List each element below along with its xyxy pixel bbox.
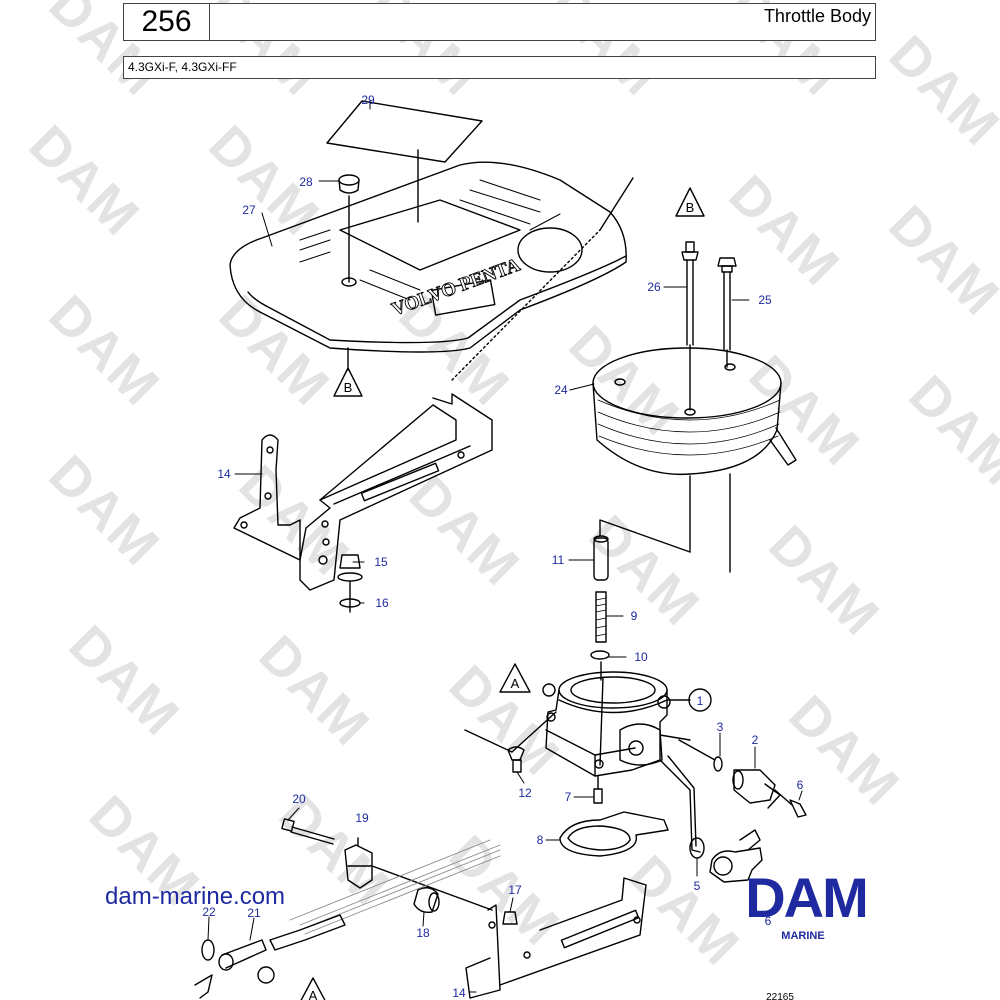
callout-9: 9 <box>631 609 638 623</box>
callout-22: 22 <box>202 905 216 919</box>
callout-2: 2 <box>752 733 759 747</box>
callout-20: 20 <box>292 792 306 806</box>
callout-14: 14 <box>217 467 231 481</box>
callout-6: 6 <box>797 778 804 792</box>
part-17-nut <box>502 911 518 925</box>
callout-28: 28 <box>299 175 313 189</box>
callout-14: 14 <box>452 986 466 1000</box>
callout-10: 10 <box>634 650 648 664</box>
part-2-sensor <box>732 769 781 809</box>
part-18-clip <box>413 887 440 914</box>
page-title: Throttle Body <box>763 6 871 26</box>
reference-letter: B <box>344 380 353 395</box>
part-26-bolt <box>681 241 699 411</box>
part-19-clamp <box>344 837 493 911</box>
part-14-bracket-lower <box>465 877 647 999</box>
callout-11: 11 <box>552 553 565 567</box>
reference-letter: A <box>309 988 318 1000</box>
callout-8: 8 <box>537 833 544 847</box>
callout-18: 18 <box>416 926 430 940</box>
part-16-washer <box>339 581 361 613</box>
reference-triangle-b <box>333 367 363 397</box>
logo-tagline: MARINE <box>781 930 824 942</box>
callout-26: 26 <box>647 280 661 294</box>
callout-3: 3 <box>717 720 724 734</box>
part-8-gasket <box>559 811 669 857</box>
part-15-nut <box>337 554 363 582</box>
dam-logo: DAM MARINE <box>745 866 869 942</box>
throttle-cable <box>289 839 501 935</box>
reference-triangle-a <box>300 977 326 1000</box>
callout-17: 17 <box>508 883 522 897</box>
part-25-bolt <box>717 257 737 368</box>
reference-letter: B <box>686 200 695 215</box>
callout-1: 1 <box>697 694 704 708</box>
title-box: Throttle Body <box>209 3 876 41</box>
callout-5: 5 <box>694 879 701 893</box>
callout-12: 12 <box>518 786 532 800</box>
callout-circle-1 <box>688 688 712 712</box>
reference-triangle-a <box>499 663 531 693</box>
part-28-cap <box>338 174 360 283</box>
callout-24: 24 <box>554 383 568 397</box>
part-3-o-ring <box>713 756 723 772</box>
part-27-engine-cover <box>229 161 627 353</box>
part-21-rod-end <box>218 939 267 971</box>
part-11-spacer <box>593 535 609 581</box>
callout-29: 29 <box>361 93 375 107</box>
part-29-gasket <box>326 100 483 163</box>
reference-letter: A <box>511 676 520 691</box>
part-24-air-filter <box>592 347 797 476</box>
page-number: 256 <box>123 3 210 41</box>
part-10-washer <box>590 650 610 660</box>
callout-7: 7 <box>565 790 572 804</box>
callout-19: 19 <box>355 811 369 825</box>
part-1-throttle-body <box>542 671 691 777</box>
callout-6: 6 <box>765 914 772 928</box>
callout-21: 21 <box>247 906 261 920</box>
part-7-bolt <box>593 788 603 804</box>
part-9-stud <box>595 591 607 643</box>
part-20-bolt <box>281 818 335 845</box>
website-link[interactable]: dam-marine.com <box>105 883 286 910</box>
callout-15: 15 <box>374 555 388 569</box>
model-list: 4.3GXi-F, 4.3GXi-FF <box>123 56 876 79</box>
part-6-screw-upper <box>774 789 807 818</box>
part-22-washer <box>201 939 215 961</box>
drawing-number: 22165 <box>766 992 794 1000</box>
part-14-bracket-upper <box>233 393 493 591</box>
callout-25: 25 <box>758 293 772 307</box>
logo-text: DAM <box>745 866 867 929</box>
callout-27: 27 <box>242 203 256 217</box>
part-6-sensor-lower <box>709 829 763 883</box>
callout-16: 16 <box>375 596 389 610</box>
reference-triangle-b <box>675 187 705 217</box>
